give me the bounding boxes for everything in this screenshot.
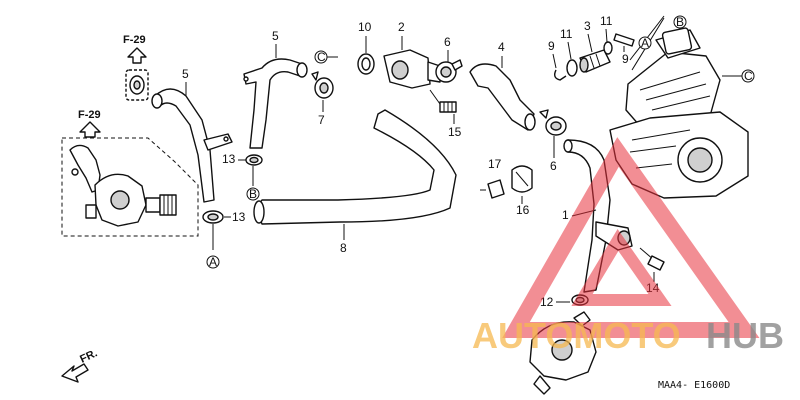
bolt-15 — [429, 89, 457, 113]
clamp-6-lower — [539, 109, 567, 136]
part-number-9-right: 9 — [622, 52, 629, 66]
clamp-6-upper — [435, 59, 463, 83]
callout-b-left — [246, 187, 260, 201]
watermark-brand-right: HUB — [706, 315, 784, 356]
o-ring-11-left — [566, 59, 578, 77]
callout-c-right — [741, 69, 755, 83]
part-number-2: 2 — [398, 20, 405, 34]
joint-2 — [383, 49, 441, 89]
f29-left-label: F-29 — [78, 109, 101, 121]
callout-b-right — [673, 15, 687, 29]
part-number-5-center: 5 — [272, 29, 279, 43]
bolt-14 — [639, 247, 665, 271]
hose-4 — [469, 63, 536, 131]
part-number-17: 17 — [488, 157, 502, 171]
f29-top-reference: F-29 — [123, 34, 147, 64]
hose-5-left — [151, 88, 233, 203]
part-number-7: 7 — [318, 113, 325, 127]
part-number-13-lower: 13 — [232, 210, 246, 224]
assembly-dashed-box — [61, 137, 199, 237]
part-number-4: 4 — [498, 40, 505, 54]
hose-5-center — [243, 58, 308, 149]
diagram-code: MAA4- E1600D — [658, 380, 730, 391]
front-arrow-icon — [61, 363, 89, 383]
callout-b-right-label: B — [676, 15, 684, 29]
part-number-16: 16 — [516, 203, 530, 217]
part-number-15: 15 — [448, 125, 462, 139]
part-number-1: 1 — [562, 208, 569, 222]
callout-a-right — [638, 36, 652, 50]
part-number-11-left: 11 — [560, 27, 573, 41]
up-arrow-icon — [127, 47, 147, 64]
grommet-13-lower — [202, 210, 224, 224]
part-number-9-left: 9 — [548, 39, 555, 53]
part-number-11-right: 11 — [600, 14, 613, 28]
hose-clamp-top — [125, 69, 149, 101]
part-number-13-upper: 13 — [222, 152, 236, 166]
up-arrow-icon — [79, 121, 101, 138]
part-number-12: 12 — [540, 295, 554, 309]
f29-top-label: F-29 — [123, 34, 146, 46]
callout-a-left — [206, 255, 220, 269]
part-number-10: 10 — [358, 20, 372, 34]
callout-a-left-label: A — [209, 255, 217, 269]
o-ring-10 — [357, 53, 375, 75]
part-number-6-lower: 6 — [550, 159, 557, 173]
clamp-7 — [311, 71, 334, 99]
part-number-6-upper: 6 — [444, 35, 451, 49]
o-ring-9-left — [553, 69, 567, 81]
part-number-3: 3 — [584, 19, 591, 33]
o-ring-11-right — [603, 41, 613, 55]
callout-b-left-label: B — [249, 187, 257, 201]
callout-c-left-label: C — [317, 50, 326, 64]
clip-17 — [480, 179, 505, 199]
grommet-13-upper — [245, 154, 263, 166]
part-number-5-left: 5 — [182, 67, 189, 81]
watermark-logo: AUTOMOTO HUB — [472, 137, 784, 356]
thermostat-housing-left — [69, 144, 177, 227]
callout-a-right-label: A — [641, 36, 649, 50]
clip-9-right — [613, 33, 635, 47]
front-label: FR. — [78, 347, 99, 365]
part-number-8: 8 — [340, 241, 347, 255]
callout-c-right-label: C — [744, 69, 753, 83]
front-direction-indicator: FR. — [61, 347, 99, 383]
hose-8 — [253, 109, 457, 225]
f29-left-reference: F-29 — [78, 109, 101, 138]
clip-16 — [511, 165, 533, 193]
watermark-brand-left: AUTOMOTO — [472, 315, 681, 356]
pipe-3 — [579, 49, 611, 73]
